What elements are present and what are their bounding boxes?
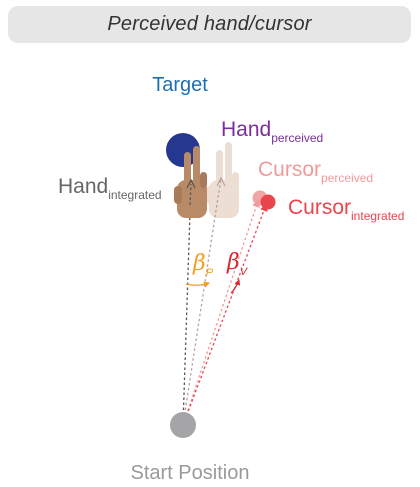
start-position-circle [170, 412, 196, 438]
line-to-cursor-integrated [183, 205, 266, 425]
line-to-cursor-perceived [183, 201, 258, 425]
beta-p-label: βP [192, 251, 214, 279]
cursor-integrated-label: Cursorintegrated [288, 196, 404, 223]
hand-integrated-label: Handintegrated [58, 175, 162, 202]
beta-v-label: βV [226, 250, 249, 278]
start-position-label: Start Position [131, 462, 250, 484]
beta-p-arc [186, 283, 209, 285]
target-label: Target [152, 74, 208, 96]
cursor-perceived-label: Cursorperceived [258, 158, 373, 185]
hand-perceived-label: Handperceived [221, 118, 323, 145]
cursor-integrated-circle [261, 195, 276, 210]
beta-v-arc [231, 280, 239, 293]
line-to-hand-integrated [183, 182, 191, 425]
